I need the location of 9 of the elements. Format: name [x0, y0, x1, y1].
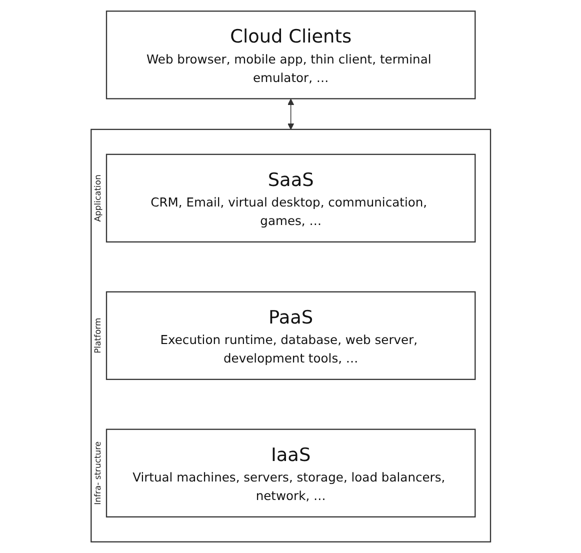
- layer-side-label: Infra- structure: [92, 441, 102, 505]
- layer-side-label: Application: [92, 174, 102, 222]
- layer-side-label: Platform: [92, 318, 102, 354]
- node-box: SaaS CRM, Email, virtual desktop, communication, games, …: [106, 154, 476, 242]
- cluster: [90, 128, 491, 542]
- arrow: [287, 98, 294, 130]
- node-box: PaaS Execution runtime, database, web server, development tools, …: [106, 291, 476, 380]
- node-box: Cloud Clients Web browser, mobile app, thin client, terminal emulator, …: [106, 10, 476, 100]
- node-box: IaaS Virtual machines, servers, storage, load balancers, network, …: [106, 428, 476, 518]
